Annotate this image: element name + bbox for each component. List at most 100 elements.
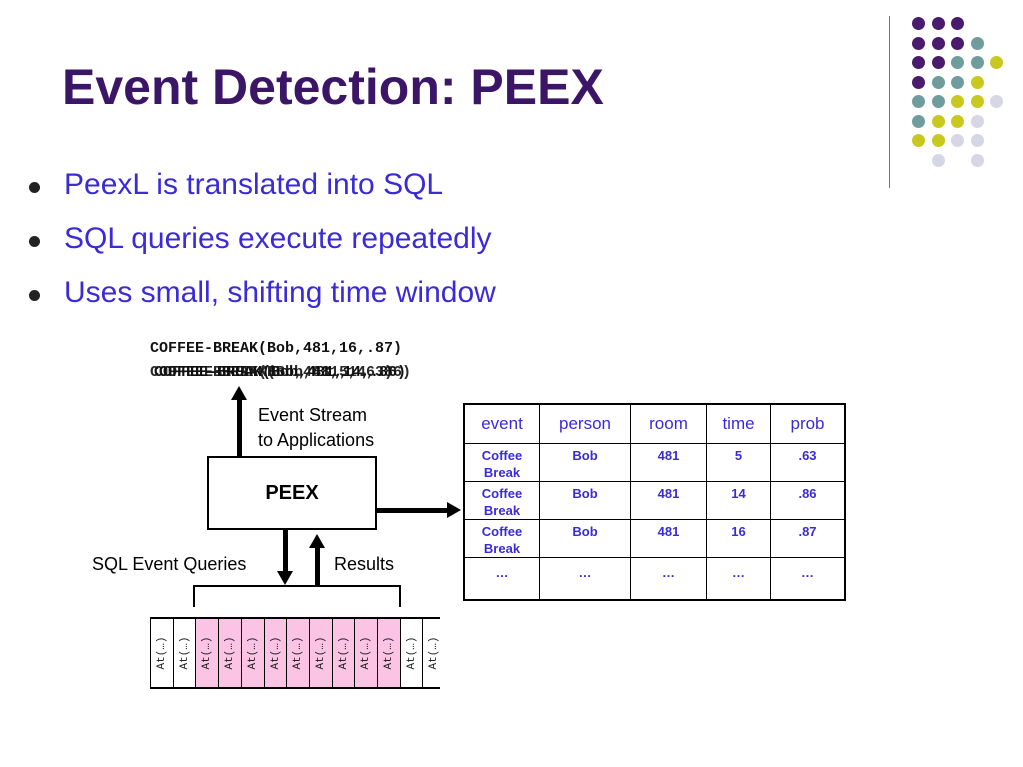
table-cell: 16 xyxy=(706,519,771,558)
decorative-dot-icon xyxy=(931,134,945,147)
decorative-dot-icon xyxy=(951,134,964,147)
decorative-dot-icon xyxy=(990,95,1003,108)
column-header: person xyxy=(539,403,631,444)
tape-cell: At(…) xyxy=(399,619,423,687)
tape-cell-label: At(…) xyxy=(292,636,305,670)
decorative-dot-icon xyxy=(912,56,925,69)
table-cell: … xyxy=(539,557,631,600)
decorative-dot-icon xyxy=(912,134,925,147)
arrow-up-results-shaft xyxy=(315,547,320,585)
bullet-list: PeexL is translated into SQL SQL queries… xyxy=(26,168,496,330)
table-cell: 5 xyxy=(706,443,771,482)
table-cell: … xyxy=(630,557,707,600)
decorative-dot-icon xyxy=(912,75,925,89)
event-stream-under-2: COFFEE-BREAK(Bob,481,14,.86) xyxy=(159,364,412,381)
arrow-right-icon xyxy=(447,502,461,518)
bullet-item: PeexL is translated into SQL xyxy=(26,168,496,222)
tape-cell: At(…) xyxy=(331,619,355,687)
decorative-dot-icon xyxy=(970,56,984,69)
table-header-row: event person room time prob xyxy=(463,403,846,444)
table-cell: Coffee Break xyxy=(463,519,540,558)
column-header: event xyxy=(463,403,540,444)
arrow-down-shaft xyxy=(283,530,288,572)
table-cell: Coffee Break xyxy=(463,443,540,482)
tape-cell-label: At(…) xyxy=(201,636,214,670)
tape-cell: At(…) xyxy=(354,619,378,687)
decorative-dot-icon xyxy=(970,36,984,50)
tape-cell: At(…) xyxy=(263,619,287,687)
arrow-up-shaft xyxy=(237,398,242,456)
table-cell: … xyxy=(770,557,846,600)
event-stream-top: COFFEE-BREAK(Bob,481,16,.87) xyxy=(150,340,403,357)
event-table: event person room time prob Coffee Break… xyxy=(463,403,846,601)
tape-cell-label: At(…) xyxy=(360,636,373,670)
tape-cell-label: At(…) xyxy=(405,636,418,670)
decorative-dot-icon xyxy=(931,114,945,128)
decorative-dot-icon xyxy=(970,75,984,89)
bullet-item: Uses small, shifting time window xyxy=(26,276,496,330)
table-cell: Bob xyxy=(539,481,631,520)
bullet-text: PeexL is translated into SQL xyxy=(64,168,444,201)
arrow-up-results-icon xyxy=(309,534,325,548)
bullet-dot-icon xyxy=(29,236,40,247)
table-cell: 481 xyxy=(630,443,707,482)
table-cell: 481 xyxy=(630,519,707,558)
decorative-dot-icon xyxy=(951,17,964,30)
decorative-dot-icon xyxy=(951,114,964,128)
tape-cell-label: At(…) xyxy=(337,636,350,670)
column-header: time xyxy=(706,403,771,444)
arrow-down-icon xyxy=(277,571,293,585)
results-label: Results xyxy=(334,554,395,574)
tape-cell-label: At(…) xyxy=(224,636,237,670)
slide-title: Event Detection: PEEX xyxy=(62,59,604,115)
peex-box: PEEX xyxy=(207,456,377,530)
bullet-dot-icon xyxy=(29,290,40,301)
decorative-dot-icon xyxy=(951,56,964,69)
bullet-item: SQL queries execute repeatedly xyxy=(26,222,496,276)
decorative-dot-icon xyxy=(970,95,984,108)
column-header: prob xyxy=(770,403,846,444)
tape-cell-label: At(…) xyxy=(428,636,441,670)
tape-cell-label: At(…) xyxy=(383,636,395,670)
decorative-dot-icon xyxy=(931,56,945,69)
arrow-right-shaft xyxy=(377,508,449,513)
decorative-dot-icon xyxy=(931,95,945,108)
tape-cell: At(…) xyxy=(377,619,400,687)
decorative-dot-icon xyxy=(912,17,925,30)
tape-cell: At(…) xyxy=(286,619,310,687)
column-header: room xyxy=(630,403,707,444)
decorative-dot-icon xyxy=(990,56,1003,69)
table-cell: .87 xyxy=(770,519,846,558)
decorative-dot-icon xyxy=(970,153,984,167)
tape-cell: At(…) xyxy=(422,619,445,687)
table-cell: .86 xyxy=(770,481,846,520)
bullet-dot-icon xyxy=(29,182,40,193)
decorative-dot-icon xyxy=(912,95,925,108)
decorative-dot-icon xyxy=(970,134,984,147)
table-row: Coffee Break Bob 481 16 .87 xyxy=(463,519,846,558)
decorative-dot-icon xyxy=(951,95,964,108)
tape-cell-label: At(…) xyxy=(314,636,327,670)
tape-cell: At(…) xyxy=(240,619,264,687)
decorative-dot-icon xyxy=(912,36,925,50)
table-row: … … … … … xyxy=(463,557,846,600)
event-stream-label-1: Event Stream xyxy=(258,405,368,425)
event-stream-under-1: COFFEE-BREAK(Bob,481,5,.63) xyxy=(150,364,394,381)
window-bracket xyxy=(193,585,401,607)
tape-cell-label: At(…) xyxy=(269,636,282,670)
tape-cell: At(…) xyxy=(172,619,196,687)
sql-queries-label: SQL Event Queries xyxy=(92,554,247,574)
tape-cell-label: At(…) xyxy=(246,636,259,670)
table-cell: … xyxy=(463,557,540,600)
table-cell: … xyxy=(706,557,771,600)
table-cell: 14 xyxy=(706,481,771,520)
decorative-dot-icon xyxy=(951,75,964,89)
decorative-dot-icon xyxy=(931,17,945,30)
tape-cell-label: At(…) xyxy=(156,636,168,670)
table-cell: Bob xyxy=(539,443,631,482)
table-cell: 481 xyxy=(630,481,707,520)
table-row: Coffee Break Bob 481 14 .86 xyxy=(463,481,846,520)
tape-cell: At(…) xyxy=(218,619,242,687)
decorative-dot-icon xyxy=(912,114,925,128)
table-cell: Bob xyxy=(539,519,631,558)
